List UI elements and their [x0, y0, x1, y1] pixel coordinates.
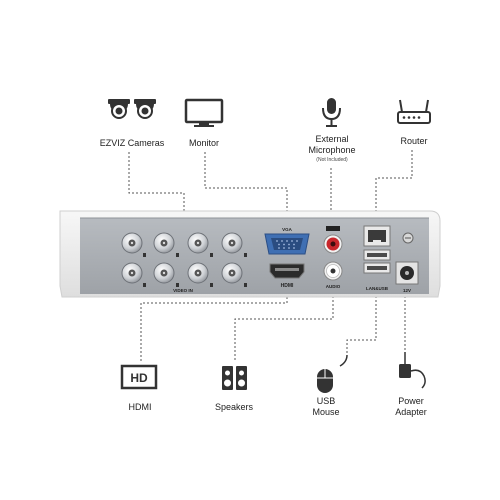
label-usb-line1: USB — [316, 396, 336, 406]
bnc-port-2 — [153, 232, 175, 254]
hd-screen-icon: HD — [120, 364, 158, 390]
lan-usb-label: LAN&USB — [366, 286, 389, 291]
bnc-port-5 — [121, 262, 143, 284]
mouse-icon — [317, 354, 348, 393]
video-in-label: VIDEO IN — [173, 288, 193, 293]
dome-camera-icon — [108, 99, 156, 119]
monitor-icon — [184, 98, 224, 127]
vga-label: VGA — [282, 227, 293, 232]
power-adapter-icon — [399, 352, 426, 389]
dc-power-jack — [395, 261, 419, 285]
bnc-video-inputs — [121, 232, 247, 287]
audio-in-tag — [326, 226, 340, 231]
label-monitor: Monitor — [188, 138, 219, 148]
audio-in-red-port — [323, 234, 343, 254]
label-adapter-line2: Adapter — [395, 407, 427, 417]
bnc-port-1 — [121, 232, 143, 254]
label-microphone-note: (Not Included) — [316, 157, 348, 163]
connector-router — [375, 150, 413, 223]
hd-badge-text: HD — [130, 371, 148, 385]
microphone-icon — [322, 98, 341, 127]
power-rating-label: 12V — [403, 288, 411, 293]
ground-screw — [402, 232, 414, 244]
label-microphone-line1: External — [315, 134, 349, 144]
vga-port — [264, 233, 310, 255]
hdmi-port-label: HDMI — [281, 283, 294, 289]
label-mouse-line2: Mouse — [312, 407, 340, 417]
label-speakers: Speakers — [214, 402, 254, 412]
audio-out-white-port — [323, 261, 343, 281]
label-microphone-line2: Microphone — [308, 145, 356, 155]
bnc-port-6 — [153, 262, 175, 284]
speakers-icon — [222, 366, 247, 390]
lan-port — [363, 225, 391, 247]
bnc-port-4 — [221, 232, 243, 254]
router-icon — [397, 99, 431, 124]
connector-monitor — [204, 152, 288, 226]
bnc-port-3 — [187, 232, 209, 254]
label-hdmi: HDMI — [128, 402, 152, 412]
audio-label: AUDIO — [326, 284, 341, 289]
hdmi-port — [269, 263, 305, 279]
bnc-port-8 — [221, 262, 243, 284]
connector-cameras — [128, 152, 185, 232]
bnc-port-7 — [187, 262, 209, 284]
nvr-device: VIDEO IN VGA HDMI — [59, 210, 441, 298]
connector-speakers — [234, 292, 334, 362]
label-ezviz-cameras: EZVIZ Cameras — [99, 138, 165, 148]
label-power-line1: Power — [398, 396, 424, 406]
usb-ports — [363, 249, 391, 274]
connector-usb — [346, 296, 377, 355]
label-router: Router — [400, 136, 428, 146]
